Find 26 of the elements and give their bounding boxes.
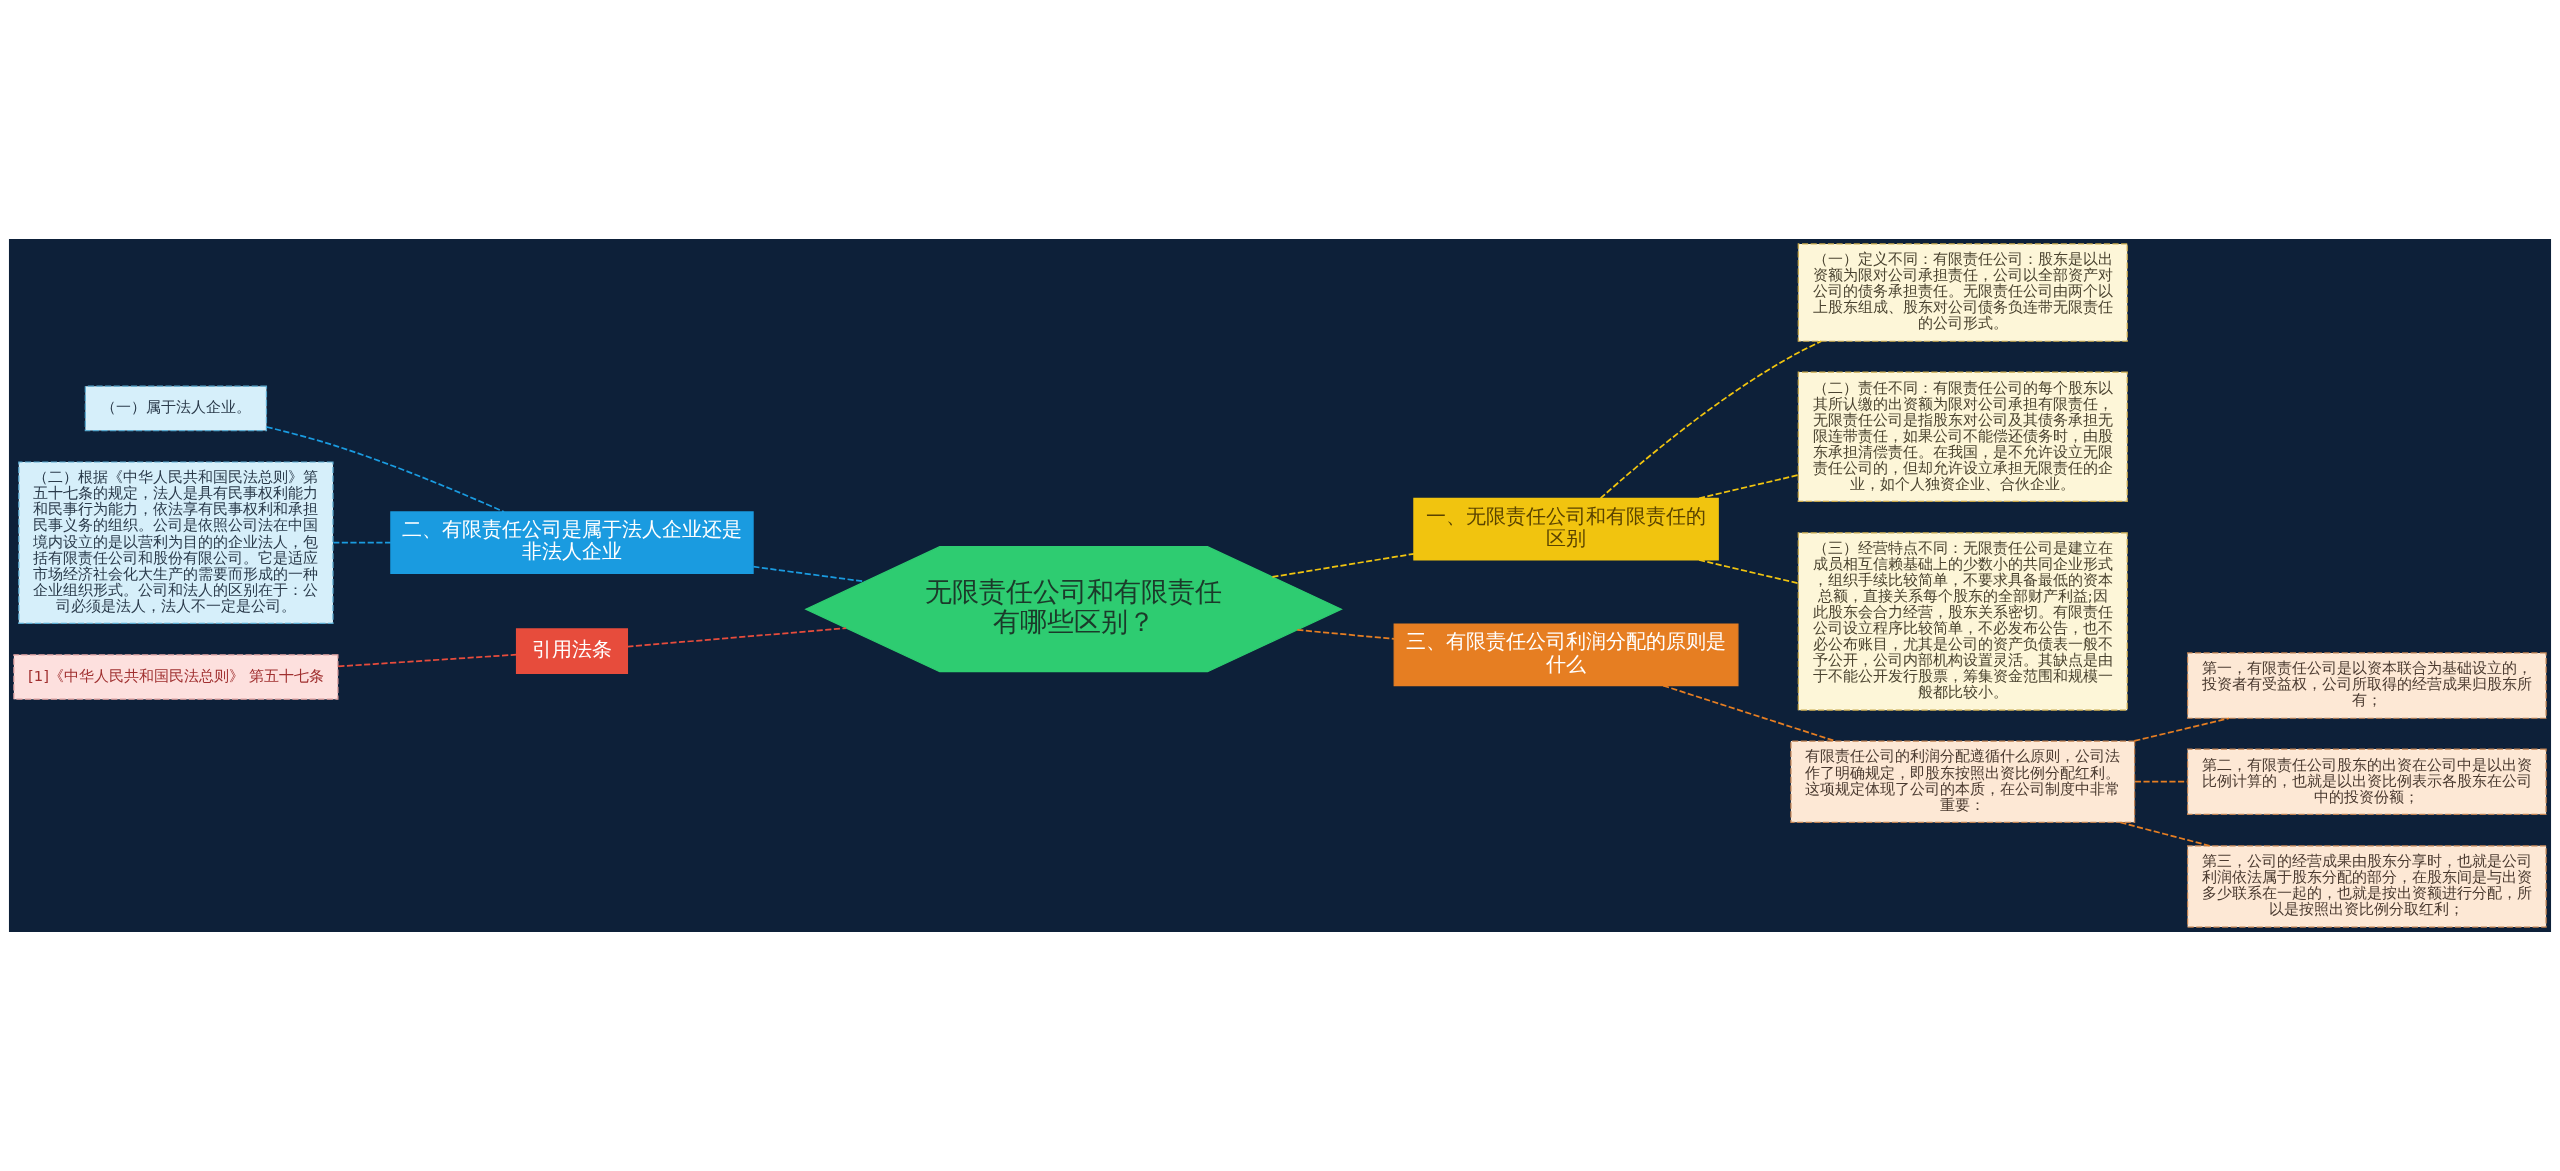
connector bbox=[1698, 559, 1800, 585]
node-box: 第一，有限责任公司是以资本联合为基础设立的，投资者有受益权，公司所取得的经营成果归股东所有； bbox=[2187, 652, 2547, 719]
node-box: 二、有限责任公司是属于法人企业还是非法人企业 bbox=[390, 511, 754, 575]
connector bbox=[265, 426, 505, 513]
connector bbox=[1296, 629, 1395, 640]
connector bbox=[1599, 340, 1823, 500]
node-box: （二）责任不同：有限责任公司的每个股东以其所认缴的出资额为限对公司承担有限责任，无限责任公司是指股东对公司及其债务承担无限连带责任，如果公司不能偿还债务时，由股东承担清偿责任。在我国，是不允许设立无限责任公司的，但却允许设立承担无限责任的企业，如个人独资企业、合伙企业。 bbox=[1797, 371, 2128, 503]
connector bbox=[332, 541, 392, 544]
connector bbox=[1698, 474, 1800, 500]
node-box: 有限责任公司的利润分配遵循什么原则，公司法作了明确规定，即股东按照出资比例分配红利。这项规定体现了公司的本质，在公司制度中非常重要： bbox=[1790, 740, 2136, 823]
connector bbox=[1662, 684, 1836, 742]
node-box: 引用法条 bbox=[515, 628, 629, 674]
node-box: 三、有限责任公司利润分配的原则是什么 bbox=[1393, 623, 1739, 687]
node-box: （三）经营特点不同：无限责任公司是建立在成员相互信赖基础上的少数小的共同企业形式，组织手续比较简单，不要求具备最低的资本总额，直接关系每个股东的全部财产利益;因此股东会合力经营，股东关系密切。有限责任公司设立程序比较简单，不必发布公告，也不必公布账目，尤其是公司的资产负债表一般不予公开，公司内部机构设置灵活。其缺点是由于不能公开发行股票，筹集资金范围和规模一般都比较小。 bbox=[1797, 532, 2128, 711]
connector bbox=[337, 653, 518, 668]
node-box: [1]《中华人民共和国民法总则》 第五十七条 bbox=[13, 654, 339, 700]
node-box: （一）属于法人企业。 bbox=[84, 385, 268, 432]
node-box: （一）定义不同：有限责任公司：股东是以出资额为限对公司承担责任，公司以全部资产对公司的债务承担责任。无限责任公司由两个以上股东组成、股东对公司债务负连带无限责任的公司形式。 bbox=[1797, 243, 2128, 342]
connector bbox=[2119, 821, 2211, 847]
connector bbox=[1271, 552, 1415, 578]
node-box: 第二，有限责任公司股东的出资在公司中是以出资比例计算的，也就是以出资比例表示各股东在公司中的投资份额； bbox=[2187, 748, 2547, 815]
node-box: 第三，公司的经营成果由股东分享时，也就是公司利润依法属于股东分配的部分，在股东间是与出资多少联系在一起的，也就是按出资额进行分配，所以是按照出资比例分取红利； bbox=[2187, 845, 2547, 928]
connector bbox=[2133, 717, 2230, 742]
node-box: （二）根据《中华人民共和国民法总则》第五十七条的规定，法人是具有民事权利能力和民事行为能力，依法享有民事权利和承担民事义务的组织。公司是依照公司法在中国境内设立的是以营利为目的的企业法人，包括有限责任公司和股份有限公司。它是适应市场经济社会化大生产的需要而形成的一种企业组织形式。公司和法人的区别在于：公司必须是法人，法人不一定是公司。 bbox=[18, 461, 334, 624]
node-box: 一、无限责任公司和有限责任的区别 bbox=[1413, 497, 1719, 561]
connector bbox=[626, 627, 847, 648]
